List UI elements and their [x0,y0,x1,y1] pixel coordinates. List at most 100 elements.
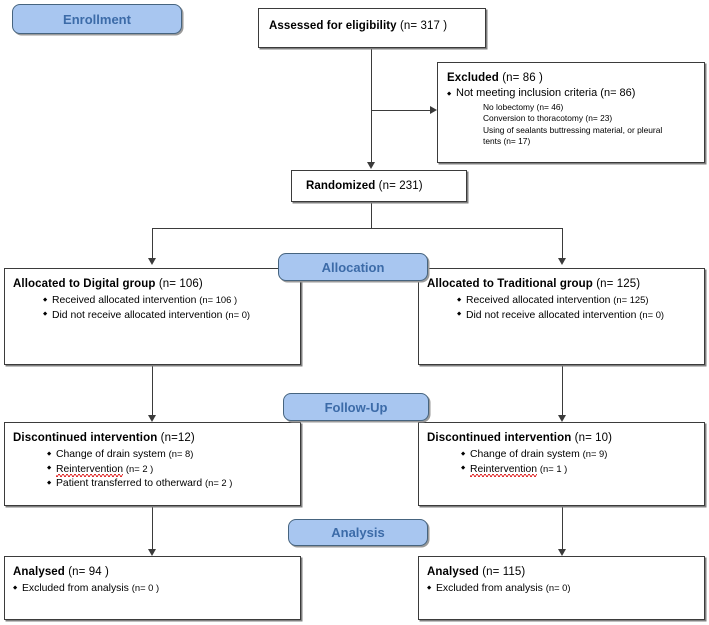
box-excluded: Excluded (n= 86 ) Not meeting inclusion … [437,62,705,163]
allocated-digital-label: Allocated to Digital group [13,278,156,290]
discontinued-digital-list: Change of drain system (n= 8) Reinterven… [47,447,300,491]
analysed-digital-list: Excluded from analysis (n= 0 ) [13,581,300,596]
list-item: Patient transferred to otherward (n= 2 ) [47,476,300,491]
list-item-count: (n= 1 ) [539,462,568,474]
discontinued-digital-title: Discontinued intervention (n=12) [13,431,300,445]
allocated-traditional-title: Allocated to Traditional group (n= 125) [427,277,704,291]
connector-randomized-stem [371,202,373,228]
analysed-digital-label: Analysed [13,566,65,578]
allocated-traditional-list: Received allocated intervention (n= 125)… [457,293,704,322]
list-item-count: (n= 0) [545,582,571,593]
list-item: Received allocated intervention (n= 125) [457,293,704,308]
excluded-title: Excluded (n= 86 ) [447,71,704,85]
arrow-into-allocation-left [148,258,156,265]
analysed-traditional-label: Analysed [427,566,479,578]
list-item-text: Reintervention [56,463,124,475]
assessed-count: (n= 317 ) [399,20,448,32]
discontinued-digital-count: (n=12) [160,432,195,444]
allocated-digital-title: Allocated to Digital group (n= 106) [13,277,300,291]
list-item-text: Reintervention [470,463,538,475]
arrow-into-analysis-left [148,549,156,556]
excluded-reason-count: (n= 86) [600,87,636,99]
list-item: tents (n= 17) [483,136,531,146]
list-item-text: Excluded from analysis [22,583,129,594]
list-item-text: Change of drain system [56,449,166,460]
analysed-traditional-title: Analysed (n= 115) [427,565,704,579]
arrow-into-randomized [367,162,375,169]
list-item-count: (n= 125) [613,294,649,305]
box-discontinued-traditional: Discontinued intervention (n= 10) Change… [418,422,705,506]
connector-followup-right-to-analysis [562,506,564,553]
excluded-detail-list: No lobectomy (n= 46) Conversion to thora… [447,102,704,148]
connector-split-right-drop [562,228,564,262]
connector-alloc-right-to-followup [562,365,564,419]
box-discontinued-digital: Discontinued intervention (n=12) Change … [4,422,301,506]
analysed-digital-count: (n= 94 ) [68,566,109,578]
stage-badge-followup: Follow-Up [283,393,429,421]
box-allocated-traditional: Allocated to Traditional group (n= 125) … [418,268,705,365]
discontinued-traditional-label: Discontinued intervention [427,432,572,444]
list-item-text: Received allocated intervention [52,295,197,306]
list-item: Using of sealants buttressing material, … [483,124,663,135]
box-assessed-for-eligibility: Assessed for eligibility (n= 317 ) [258,8,486,48]
list-item-count: (n= 2 ) [205,477,233,488]
discontinued-traditional-title: Discontinued intervention (n= 10) [427,431,704,445]
list-item-count: (n= 0) [225,308,251,320]
arrow-into-excluded [430,106,437,114]
list-item: Not meeting inclusion criteria (n= 86) [447,87,704,101]
stage-badge-enrollment-label: Enrollment [63,11,131,27]
randomized-label: Randomized [306,180,376,192]
list-item-count: (n= 2 ) [125,462,154,474]
discontinued-traditional-list: Change of drain system (n= 9) Reinterven… [461,447,704,476]
list-item: Reintervention (n= 1 ) [461,462,704,477]
list-item-text: Did not receive allocated intervention [466,309,637,321]
box-allocated-digital: Allocated to Digital group (n= 106) Rece… [4,268,301,365]
box-analysed-traditional: Analysed (n= 115) Excluded from analysis… [418,556,705,620]
list-item-text: Did not receive allocated intervention [52,309,223,321]
box-analysed-digital: Analysed (n= 94 ) Excluded from analysis… [4,556,301,620]
list-item-count: (n= 8) [168,448,194,459]
list-item: Excluded from analysis (n= 0 ) [13,581,300,596]
list-item: Did not receive allocated intervention (… [457,308,704,323]
connector-split-left-drop [152,228,154,262]
list-item: Did not receive allocated intervention (… [43,308,300,323]
arrow-into-analysis-right [558,549,566,556]
arrow-into-followup-left [148,415,156,422]
excluded-label: Excluded [447,72,499,84]
list-item: Excluded from analysis (n= 0) [427,581,704,596]
stage-badge-analysis-label: Analysis [331,525,385,540]
allocated-traditional-label: Allocated to Traditional group [427,278,593,290]
analysed-digital-title: Analysed (n= 94 ) [13,565,300,579]
stage-badge-followup-label: Follow-Up [324,399,388,415]
assessed-title: Assessed for eligibility (n= 317 ) [269,19,485,33]
list-item: Reintervention (n= 2 ) [47,462,300,477]
discontinued-traditional-count: (n= 10) [574,432,613,444]
list-item: Received allocated intervention (n= 106 … [43,293,300,308]
list-item-text: Received allocated intervention [466,295,611,306]
assessed-label: Assessed for eligibility [269,20,397,32]
arrow-into-allocation-right [558,258,566,265]
connector-alloc-left-to-followup [152,365,154,419]
allocated-digital-list: Received allocated intervention (n= 106 … [43,293,300,322]
stage-badge-allocation: Allocation [278,253,428,281]
discontinued-digital-label: Discontinued intervention [13,432,158,444]
list-item: Change of drain system (n= 8) [47,447,300,462]
analysed-traditional-list: Excluded from analysis (n= 0) [427,581,704,596]
list-item-text: Patient transferred to otherward [56,478,203,489]
connector-followup-left-to-analysis [152,506,154,553]
stage-badge-enrollment: Enrollment [12,4,182,34]
list-item: Conversion to thoracotomy (n= 23) [483,113,613,123]
connector-assessed-to-randomized [371,48,373,166]
randomized-count: (n= 231) [378,180,423,192]
excluded-count: (n= 86 ) [502,72,543,84]
list-item-count: (n= 9) [582,448,608,459]
list-item-text: Excluded from analysis [436,583,543,594]
connector-allocation-split-bar [152,228,563,230]
list-item-count: (n= 0 ) [131,582,160,593]
excluded-reason-text: Not meeting inclusion criteria [456,87,598,99]
list-item-text: Change of drain system [470,449,580,460]
arrow-into-followup-right [558,415,566,422]
excluded-reason-list: Not meeting inclusion criteria (n= 86) [447,87,704,101]
list-item-count: (n= 0) [639,308,665,320]
